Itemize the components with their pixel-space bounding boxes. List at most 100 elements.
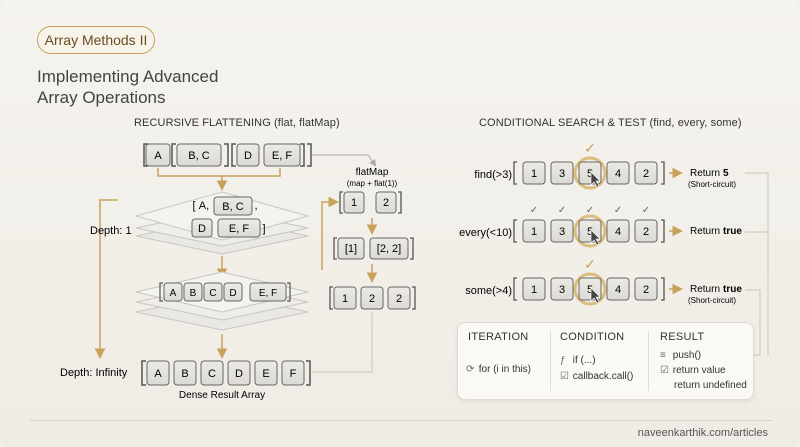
check-icon: ✓: [586, 205, 594, 216]
value-cell-text: 3: [559, 226, 565, 238]
value-cell: [634, 277, 658, 301]
result-item-d: D: [235, 368, 243, 380]
page-title: Implementing Advanced Array Operations: [37, 66, 218, 108]
highlight-ring: [573, 156, 607, 190]
result-item-f: F: [290, 368, 297, 380]
footer-divider: [30, 420, 772, 421]
row-bracket-close: [661, 277, 665, 301]
flatmap-row-2: [1] [2, 2]: [333, 237, 414, 260]
gather-connector: [157, 168, 281, 177]
check-icon: ✓: [642, 205, 650, 216]
top-item-d: D: [244, 150, 252, 162]
value-cell-text: 5: [587, 168, 593, 180]
layer1-bracket-open: [: [192, 200, 195, 212]
function-icon: ƒ: [560, 355, 566, 366]
check-icon: ✓: [584, 140, 596, 156]
result-text-2: return value: [672, 365, 726, 376]
return-word: Return: [690, 284, 720, 295]
value-cell-text: 4: [615, 226, 621, 238]
layer2-item-ef: E, F: [259, 288, 277, 299]
value-cell-text: 4: [615, 168, 621, 180]
iteration-text: for (i in this): [478, 364, 532, 375]
fm1-item-1: 1: [351, 197, 357, 209]
flatmap-input-arrow: [321, 196, 339, 270]
fm2-item-1: [1]: [345, 243, 357, 255]
find-connector: [745, 172, 769, 233]
condition-item-2: ☑ callback.call(): [560, 371, 633, 382]
value-cell-text: 1: [531, 284, 537, 296]
value-cell: [522, 277, 546, 301]
title-line-2: Array Operations: [37, 88, 166, 107]
return-icon: ☑: [660, 365, 669, 376]
row-bracket-open: [513, 277, 517, 301]
check-icon: ✓: [614, 205, 622, 216]
fm2-item-2: [2, 2]: [377, 243, 401, 255]
layer2-item-b: B: [190, 288, 197, 299]
push-icon: ≡: [660, 350, 666, 361]
result-heading: RESULT: [660, 331, 705, 343]
row-bracket-close: [661, 219, 665, 243]
return-note: (Short-circuit): [688, 180, 736, 189]
flatmap-to-result-line: [312, 312, 373, 373]
cursor-icon: [590, 229, 601, 246]
result-item-e: E: [262, 368, 269, 380]
value-cell: [550, 219, 574, 243]
flatmap-row-3: 1 2 2: [329, 286, 416, 310]
fm3-item-2: 2: [369, 293, 375, 305]
legend-result: RESULT: [660, 331, 704, 343]
layer2-item-d: D: [229, 288, 236, 299]
value-cell-text: 4: [615, 284, 621, 296]
cursor-icon: [590, 171, 601, 188]
callback-icon: ☑: [560, 371, 569, 382]
condition-text-2: callback.call(): [572, 371, 634, 382]
value-cell: [550, 277, 574, 301]
flatmap-subtitle: (map + flat(1)): [347, 179, 398, 188]
value-cell-text: 2: [643, 284, 649, 296]
search-heading: CONDITIONAL SEARCH & TEST (find, every, …: [479, 117, 742, 129]
footer-url: naveenkarthik.com/articles: [637, 427, 768, 439]
layer2-item-a: A: [170, 288, 177, 299]
depth1-label: Depth: 1: [90, 225, 132, 237]
arrow-to-flatmap: [312, 154, 377, 167]
value-cell-text: 5: [587, 226, 593, 238]
title-line-1: Implementing Advanced: [37, 67, 219, 86]
legend-iteration: ITERATION: [468, 331, 529, 343]
row-label: every(<10): [459, 227, 512, 239]
return-value: 5: [723, 168, 729, 179]
highlight-ring: [573, 214, 607, 248]
value-cell: [606, 219, 630, 243]
fm1-item-2: 2: [383, 197, 389, 209]
layer1-comma: ,: [254, 200, 257, 212]
return-value: true: [723, 284, 742, 295]
return-note: (Short-circuit): [688, 296, 736, 305]
fm3-item-1: 1: [342, 293, 348, 305]
top-item-a: A: [154, 150, 162, 162]
return-value: true: [723, 226, 742, 237]
return-word: Return: [690, 226, 720, 237]
result-item-3: return undefined: [674, 380, 747, 391]
fm3-item-3: 2: [396, 293, 402, 305]
topic-badge: Array Methods II: [37, 26, 155, 54]
flatten-heading: RECURSIVE FLATTENING (flat, flatMap): [134, 117, 340, 129]
legend-panel: ITERATION ⟳ for (i in this) CONDITION ƒ …: [457, 322, 754, 400]
iteration-heading: ITERATION: [468, 331, 529, 343]
row-label: some(>4): [465, 285, 512, 297]
value-cell: [606, 277, 630, 301]
row-label: find(>3): [474, 169, 512, 181]
condition-text-1: if (...): [572, 355, 596, 366]
check-icon: ✓: [558, 205, 566, 216]
value-cell: [522, 161, 546, 185]
cursor-icon: [590, 287, 601, 304]
condition-item-1: ƒ if (...): [560, 355, 596, 366]
result-item-b: B: [181, 368, 188, 380]
loop-icon: ⟳: [466, 364, 475, 375]
result-item-1: ≡ push(): [660, 350, 701, 361]
value-cell: [522, 219, 546, 243]
depth-arrow: [94, 199, 118, 359]
layer1-item-a: A,: [199, 200, 209, 212]
layer2-item-c: C: [209, 288, 216, 299]
depth1-layer-stack: [ A, B, C , D E, F ]: [134, 191, 310, 255]
